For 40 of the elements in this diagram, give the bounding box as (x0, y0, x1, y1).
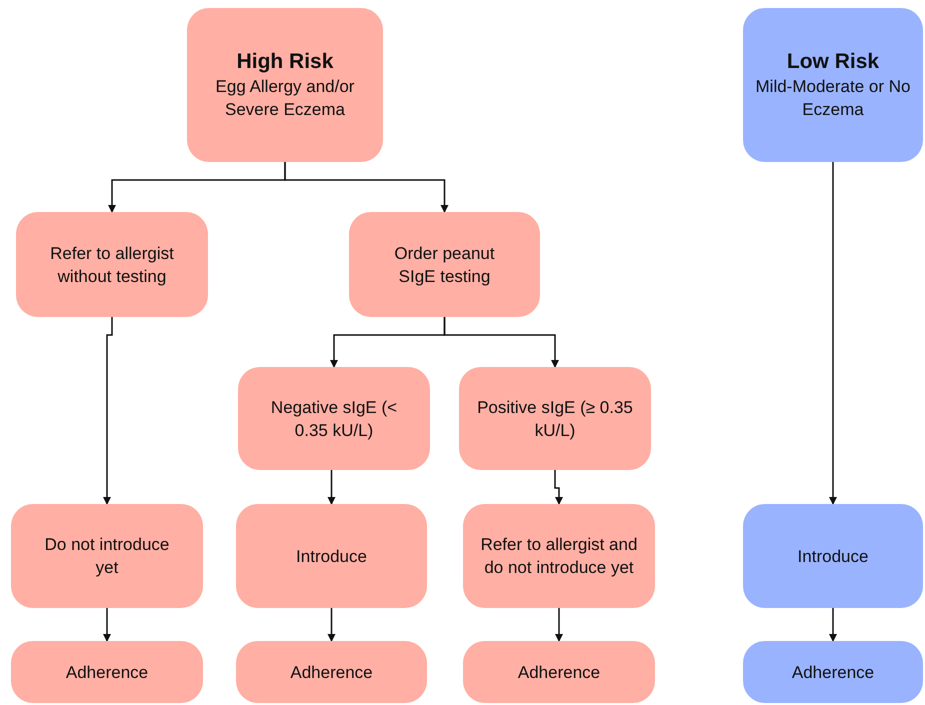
box-text: Adherence (792, 662, 874, 684)
process-box (349, 212, 540, 317)
box-text: Refer to allergist and do not introduce yet (480, 534, 638, 579)
arrow (103, 317, 113, 505)
arrow (444, 317, 559, 368)
box-text: Introduce (798, 546, 868, 568)
box-text: Adherence (66, 662, 148, 684)
box-text: Introduce (296, 546, 367, 568)
process-box (16, 212, 208, 317)
process-box (743, 504, 923, 608)
process-box (238, 367, 430, 470)
process-box (463, 641, 655, 703)
arrow (103, 608, 111, 642)
box-text: Refer to allergist without testing (49, 242, 175, 288)
arrow (328, 608, 336, 642)
process-box (236, 504, 427, 608)
arrow (554, 470, 563, 505)
box-text: Adherence (290, 662, 373, 684)
risk-box (187, 8, 383, 162)
arrow (829, 608, 837, 642)
arrow (829, 162, 837, 505)
box-heading: High Risk (236, 49, 334, 75)
process-box (459, 367, 651, 470)
process-box (11, 641, 203, 703)
arrow (328, 470, 336, 505)
box-text: Adherence (518, 662, 600, 684)
arrow (284, 162, 448, 213)
box-text: Mild-Moderate or No Eczema (754, 76, 912, 121)
process-box (236, 641, 427, 703)
process-box (463, 504, 655, 608)
box-text: Do not introduce yet (44, 534, 170, 579)
box-text: Positive sIgE (≥ 0.35 kU/L) (476, 396, 634, 442)
process-box (743, 641, 923, 703)
box-text: Order peanut SIgE testing (393, 242, 496, 288)
risk-box (743, 8, 923, 162)
box-text: Egg Allergy and/or Severe Eczema (214, 76, 356, 121)
box-heading: Low Risk (786, 49, 880, 75)
process-box (11, 504, 203, 608)
box-text: Negative sIgE (< 0.35 kU/L) (270, 396, 398, 442)
arrow (555, 608, 563, 642)
